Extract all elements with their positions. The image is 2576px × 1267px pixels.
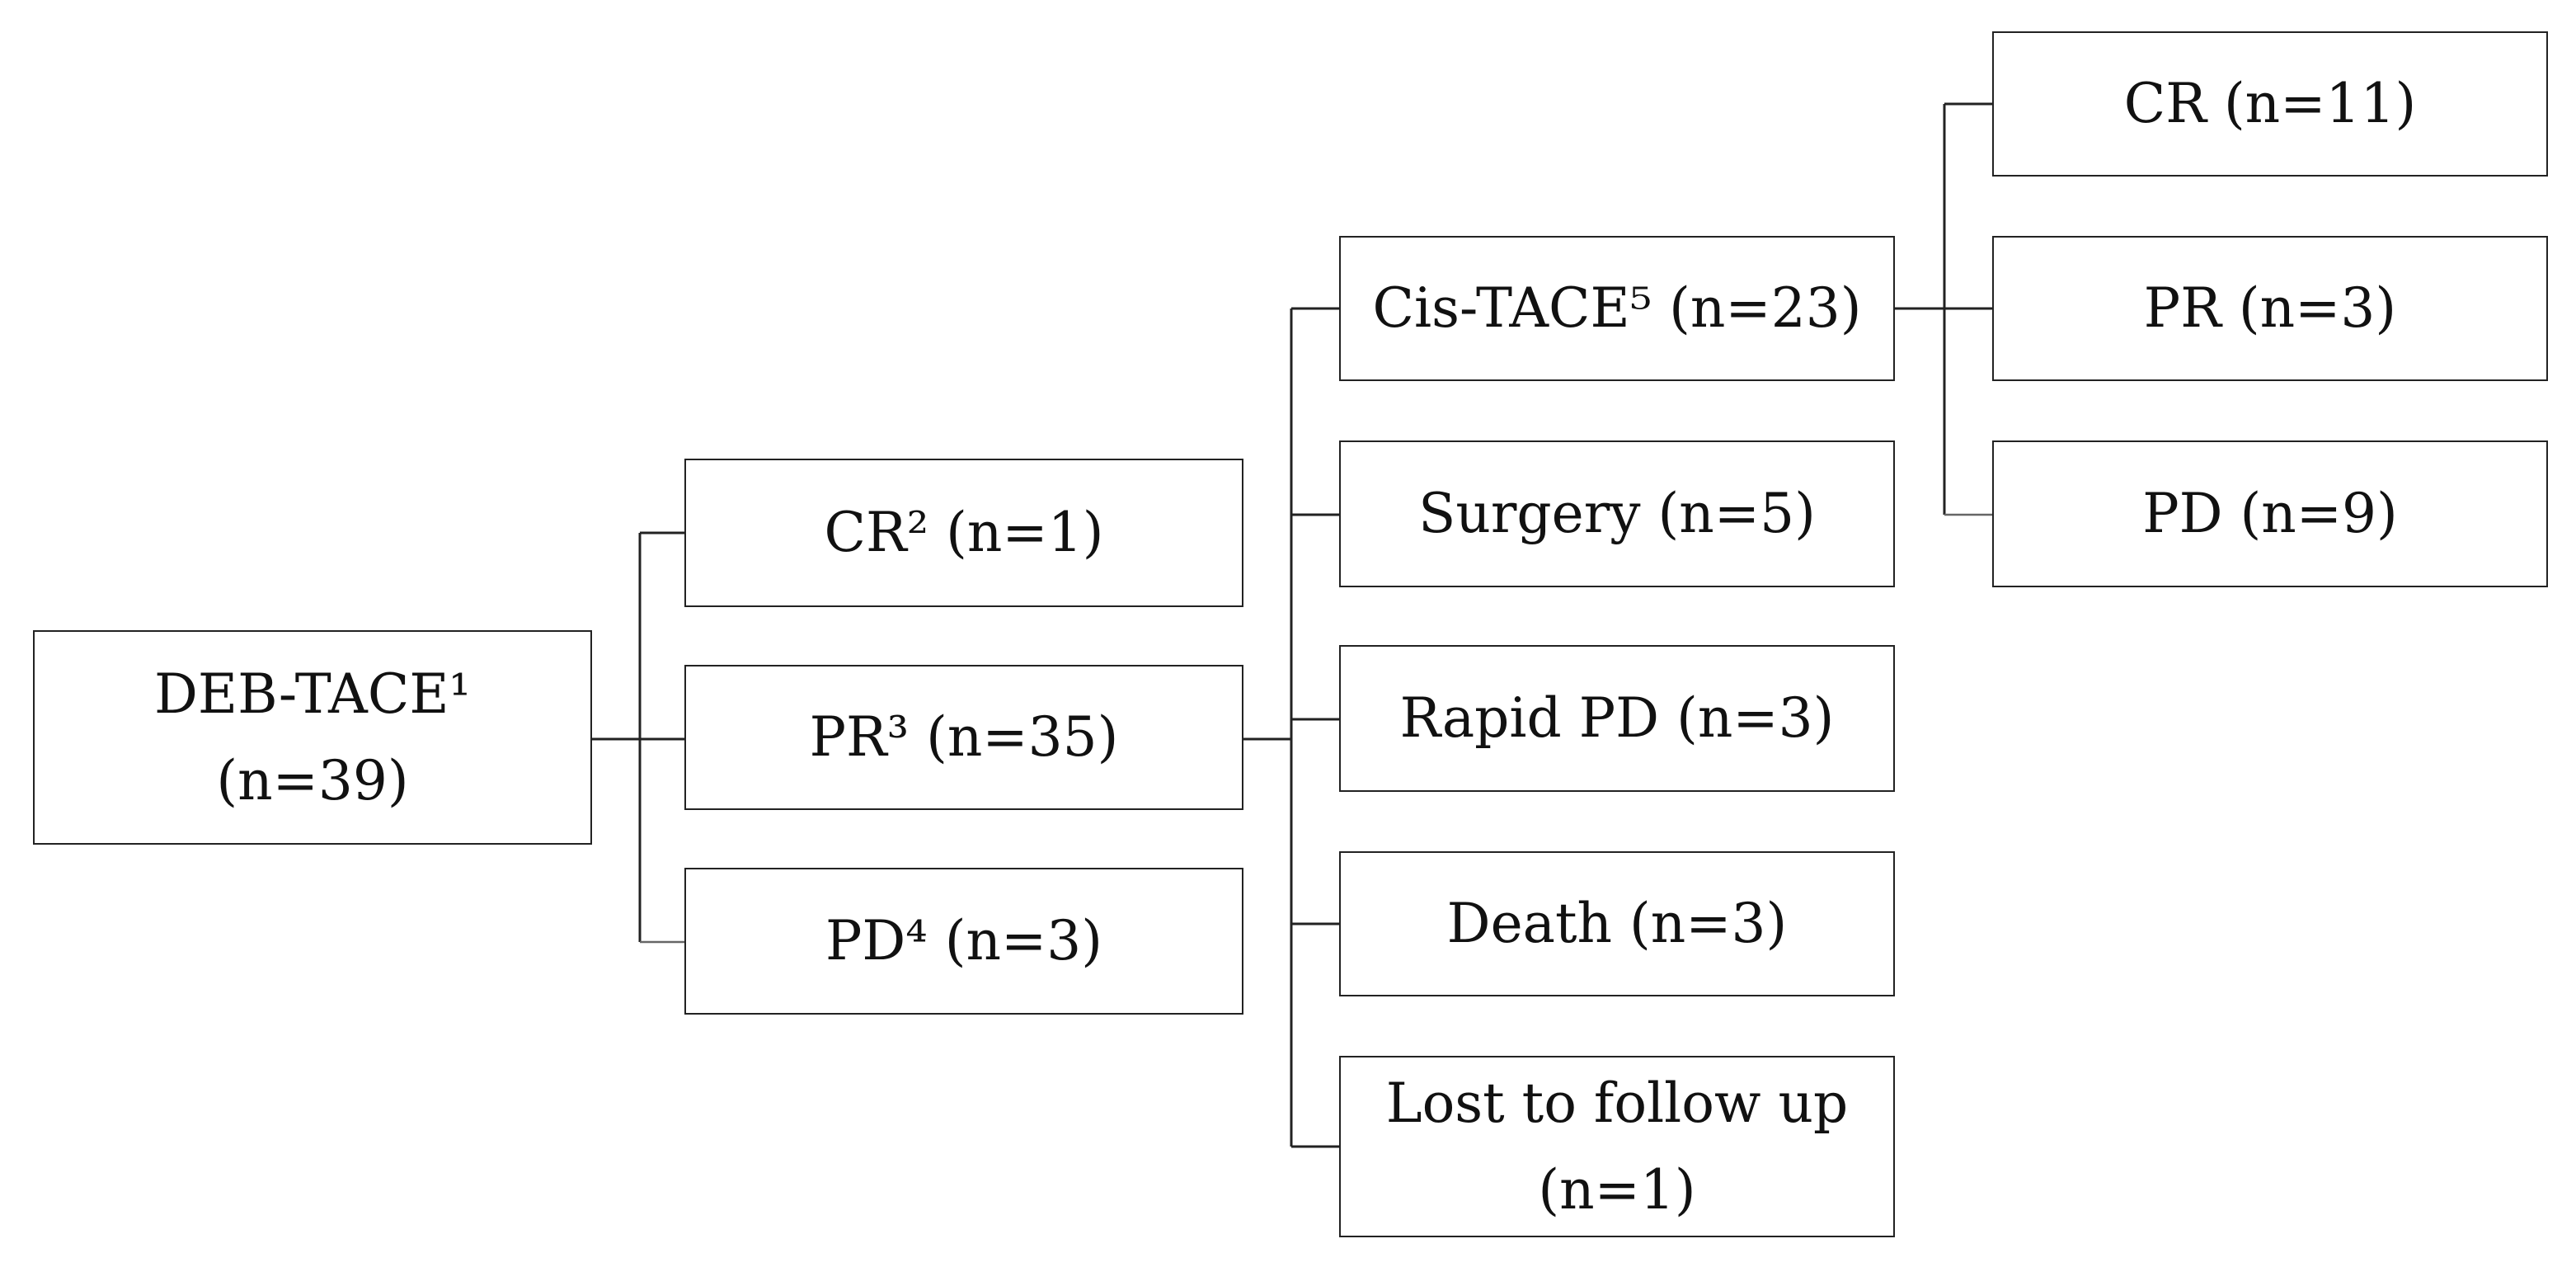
node-cr: CR² (n=1) bbox=[684, 459, 1243, 607]
node-lost-label: Lost to follow up bbox=[1385, 1071, 1849, 1135]
node-pd-final-label: PD (n=9) bbox=[2142, 482, 2398, 546]
node-pr-final: PR (n=3) bbox=[1992, 236, 2548, 381]
node-pr: PR³ (n=35) bbox=[684, 665, 1243, 810]
node-cr-label: CR² (n=1) bbox=[824, 501, 1104, 565]
node-cr-final: CR (n=11) bbox=[1992, 31, 2548, 177]
node-death: Death (n=3) bbox=[1339, 851, 1895, 996]
node-pr-label: PR³ (n=35) bbox=[809, 705, 1119, 770]
node-pd-final: PD (n=9) bbox=[1992, 440, 2548, 587]
node-cr-final-label: CR (n=11) bbox=[2123, 72, 2417, 136]
node-rapid-pd-label: Rapid PD (n=3) bbox=[1399, 686, 1835, 751]
node-deb-tace-count: (n=39) bbox=[216, 749, 409, 812]
node-lost-count: (n=1) bbox=[1538, 1158, 1696, 1222]
node-cis-tace: Cis-TACE⁵ (n=23) bbox=[1339, 236, 1895, 381]
node-deb-tace: DEB-TACE¹ (n=39) bbox=[33, 630, 592, 845]
node-rapid-pd: Rapid PD (n=3) bbox=[1339, 645, 1895, 792]
node-surgery-label: Surgery (n=5) bbox=[1418, 482, 1816, 546]
node-pd: PD⁴ (n=3) bbox=[684, 868, 1243, 1015]
node-lost-to-follow-up: Lost to follow up (n=1) bbox=[1339, 1056, 1895, 1237]
node-pd-label: PD⁴ (n=3) bbox=[825, 909, 1103, 973]
node-death-label: Death (n=3) bbox=[1446, 892, 1788, 956]
node-pr-final-label: PR (n=3) bbox=[2143, 276, 2397, 341]
node-surgery: Surgery (n=5) bbox=[1339, 440, 1895, 587]
node-cis-tace-label: Cis-TACE⁵ (n=23) bbox=[1372, 276, 1862, 341]
node-deb-tace-label: DEB-TACE¹ bbox=[154, 662, 471, 726]
